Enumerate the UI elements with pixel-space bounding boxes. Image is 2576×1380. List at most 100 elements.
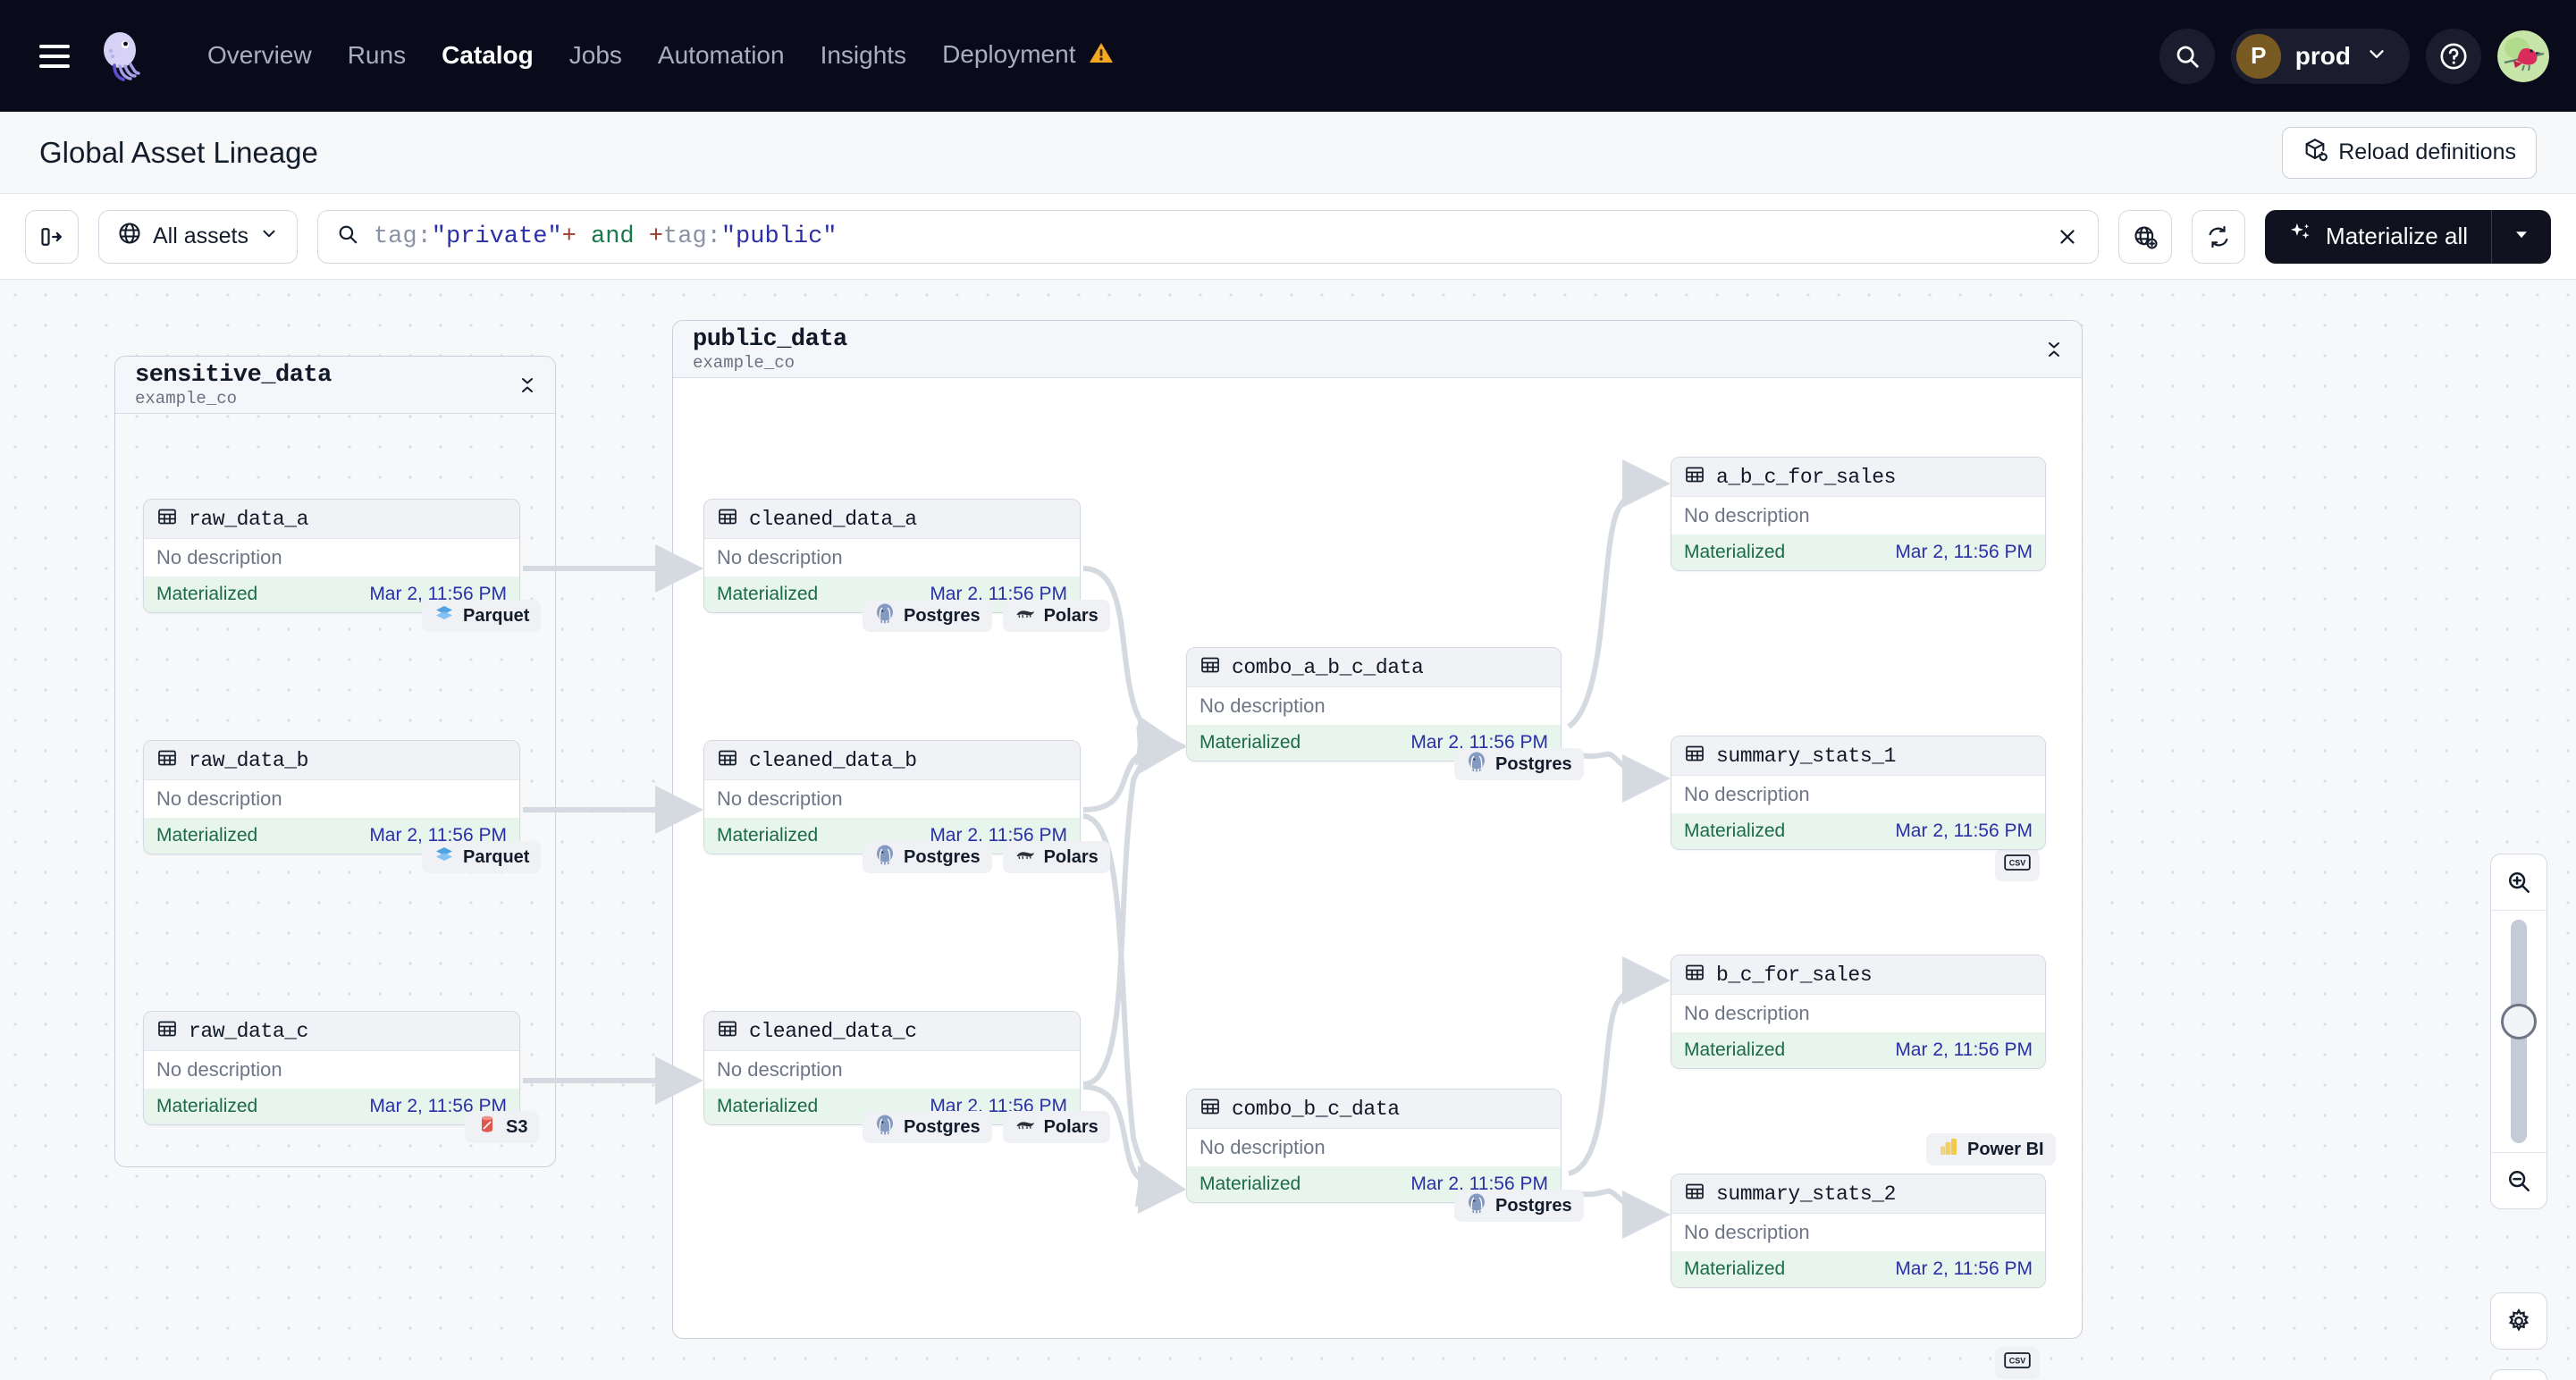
csv-icon: CSV <box>2004 1351 2031 1376</box>
zoom-in-icon[interactable] <box>2491 854 2547 910</box>
asset-node-header: raw_data_c <box>144 1012 519 1051</box>
divider <box>2491 910 2547 911</box>
asset-node-header: combo_b_c_data <box>1187 1090 1561 1129</box>
asset-node-b_c_for_sales[interactable]: b_c_for_sales No description Materialize… <box>1671 955 2046 1069</box>
reload-definitions-button[interactable]: Reload definitions <box>2282 126 2537 179</box>
table-icon <box>1684 962 1705 988</box>
panel-expand-icon[interactable] <box>25 209 79 264</box>
zoom-slider-knob[interactable] <box>2501 1004 2537 1039</box>
nav-item-automation[interactable]: Automation <box>640 32 803 79</box>
reload-definitions-label: Reload definitions <box>2338 139 2516 164</box>
tag-postgres[interactable]: Postgres <box>863 1111 992 1143</box>
powerbi-icon <box>1938 1136 1959 1163</box>
tag-polars[interactable]: Polars <box>1002 1111 1110 1143</box>
asset-node-cleaned_data_b[interactable]: cleaned_data_b No description Materializ… <box>703 740 1081 854</box>
status-timestamp: Mar 2, 11:56 PM <box>1895 820 2033 841</box>
tag-postgres[interactable]: Postgres <box>1454 1190 1584 1222</box>
collapse-vertical-icon[interactable] <box>514 372 541 399</box>
asset-tags-summary_stats_1: Power BI <box>1926 1133 2056 1165</box>
tag-label: Postgres <box>904 605 981 626</box>
tag-polars[interactable]: Polars <box>1002 841 1110 873</box>
asset-node-raw_data_b[interactable]: raw_data_b No description Materialized M… <box>143 740 520 854</box>
table-icon <box>156 747 178 773</box>
graph-settings-button[interactable] <box>2490 1292 2547 1350</box>
hamburger-icon[interactable] <box>39 44 70 68</box>
asset-node-raw_data_c[interactable]: raw_data_c No description Materialized M… <box>143 1011 520 1125</box>
tag-s3[interactable]: S3 <box>465 1111 540 1143</box>
deployment-label: prod <box>2294 41 2351 70</box>
dagster-logo-icon[interactable] <box>95 29 150 84</box>
caret-down-icon <box>2512 224 2531 248</box>
asset-tags-raw_data_b: Parquet <box>422 841 542 873</box>
asset-group-repo: example_co <box>135 389 238 408</box>
asset-node-status: Materialized Mar 2, 11:56 PM <box>1671 813 2045 849</box>
status-timestamp: Mar 2, 11:56 PM <box>369 584 507 604</box>
asset-node-cleaned_data_a[interactable]: cleaned_data_a No description Materializ… <box>703 499 1081 613</box>
asset-group-sensitive-data[interactable]: sensitive_data example_co <box>114 356 556 1167</box>
nav-item-insights[interactable]: Insights <box>803 32 925 79</box>
asset-node-status: Materialized Mar 2, 11:56 PM <box>144 1089 519 1124</box>
asset-node-raw_data_a[interactable]: raw_data_a No description Materialized M… <box>143 499 520 613</box>
collapse-vertical-icon[interactable] <box>2041 336 2067 363</box>
zoom-controls <box>2490 854 2547 1209</box>
search-icon[interactable] <box>2159 28 2215 84</box>
asset-node-header: cleaned_data_c <box>704 1012 1080 1051</box>
close-icon[interactable] <box>2050 219 2085 255</box>
asset-node-summary_stats_2[interactable]: summary_stats_2 No description Materiali… <box>1671 1174 2046 1288</box>
asset-node-header: raw_data_b <box>144 741 519 780</box>
asset-node-description: No description <box>1671 776 2045 813</box>
tag-polars[interactable]: Polars <box>1002 600 1110 632</box>
asset-node-name: b_c_for_sales <box>1716 963 1873 987</box>
tag-postgres[interactable]: Postgres <box>863 600 992 632</box>
tag-csv[interactable]: CSV <box>1995 849 2040 881</box>
zoom-slider[interactable] <box>2491 911 2547 1152</box>
postgres-icon <box>874 844 896 871</box>
nav-item-catalog[interactable]: Catalog <box>424 32 551 79</box>
deployment-selector[interactable]: P prod <box>2230 28 2410 84</box>
asset-lineage-canvas[interactable]: sensitive_data example_co public_data ex… <box>0 280 2576 1380</box>
table-icon <box>1684 743 1705 769</box>
tag-parquet[interactable]: Parquet <box>422 600 542 632</box>
asset-group-name: public_data <box>693 326 847 353</box>
svg-text:CSV: CSV <box>2009 859 2026 868</box>
nav-label: Runs <box>347 41 407 70</box>
asset-node-description: No description <box>704 539 1080 576</box>
globe-plus-icon[interactable] <box>2118 209 2173 264</box>
tag-parquet[interactable]: Parquet <box>422 841 542 873</box>
asset-tags-a_b_c_for_sales: CSV <box>1995 849 2040 881</box>
nav-right-actions: P prod <box>2159 0 2549 112</box>
nav-item-jobs[interactable]: Jobs <box>551 32 640 79</box>
refresh-icon[interactable] <box>2192 209 2246 264</box>
asset-node-summary_stats_1[interactable]: summary_stats_1 No description Materiali… <box>1671 736 2046 850</box>
user-avatar[interactable] <box>2497 29 2549 82</box>
asset-node-name: cleaned_data_c <box>749 1019 917 1043</box>
asset-node-cleaned_data_c[interactable]: cleaned_data_c No description Materializ… <box>703 1011 1081 1125</box>
status-label: Materialized <box>156 1096 258 1116</box>
nav-item-deployment[interactable]: Deployment <box>924 31 1132 80</box>
asset-node-a_b_c_for_sales[interactable]: a_b_c_for_sales No description Materiali… <box>1671 457 2046 571</box>
tag-label: Postgres <box>1495 753 1572 774</box>
nav-item-runs[interactable]: Runs <box>330 32 424 79</box>
postgres-icon <box>874 1114 896 1140</box>
materialize-options-button[interactable] <box>2492 210 2551 264</box>
asset-node-combo_a_b_c_data[interactable]: combo_a_b_c_data No description Material… <box>1186 647 1562 762</box>
tag-postgres[interactable]: Postgres <box>863 841 992 873</box>
asset-node-combo_b_c_data[interactable]: combo_b_c_data No description Materializ… <box>1186 1089 1562 1203</box>
asset-tags-raw_data_c: S3 <box>465 1111 540 1143</box>
tag-postgres[interactable]: Postgres <box>1454 748 1584 780</box>
asset-scope-selector[interactable]: All assets <box>98 209 298 264</box>
asset-tags-cleaned_data_c: Postgres Polars <box>863 1111 1110 1143</box>
download-graph-button[interactable] <box>2490 1369 2547 1380</box>
table-icon <box>717 506 738 532</box>
postgres-icon <box>1466 1192 1487 1219</box>
tag-power-bi[interactable]: Power BI <box>1926 1133 2056 1165</box>
lineage-search-input[interactable]: tag:"private"+ and +tag:"public" <box>316 209 2100 264</box>
asset-node-header: raw_data_a <box>144 500 519 539</box>
nav-item-overview[interactable]: Overview <box>189 32 330 79</box>
table-icon <box>1684 464 1705 490</box>
question-circle-icon[interactable] <box>2426 28 2481 84</box>
materialize-all-button[interactable]: Materialize all <box>2265 209 2551 264</box>
status-label: Materialized <box>1684 820 1786 841</box>
tag-csv[interactable]: CSV <box>1995 1347 2040 1379</box>
zoom-out-icon[interactable] <box>2491 1153 2547 1208</box>
